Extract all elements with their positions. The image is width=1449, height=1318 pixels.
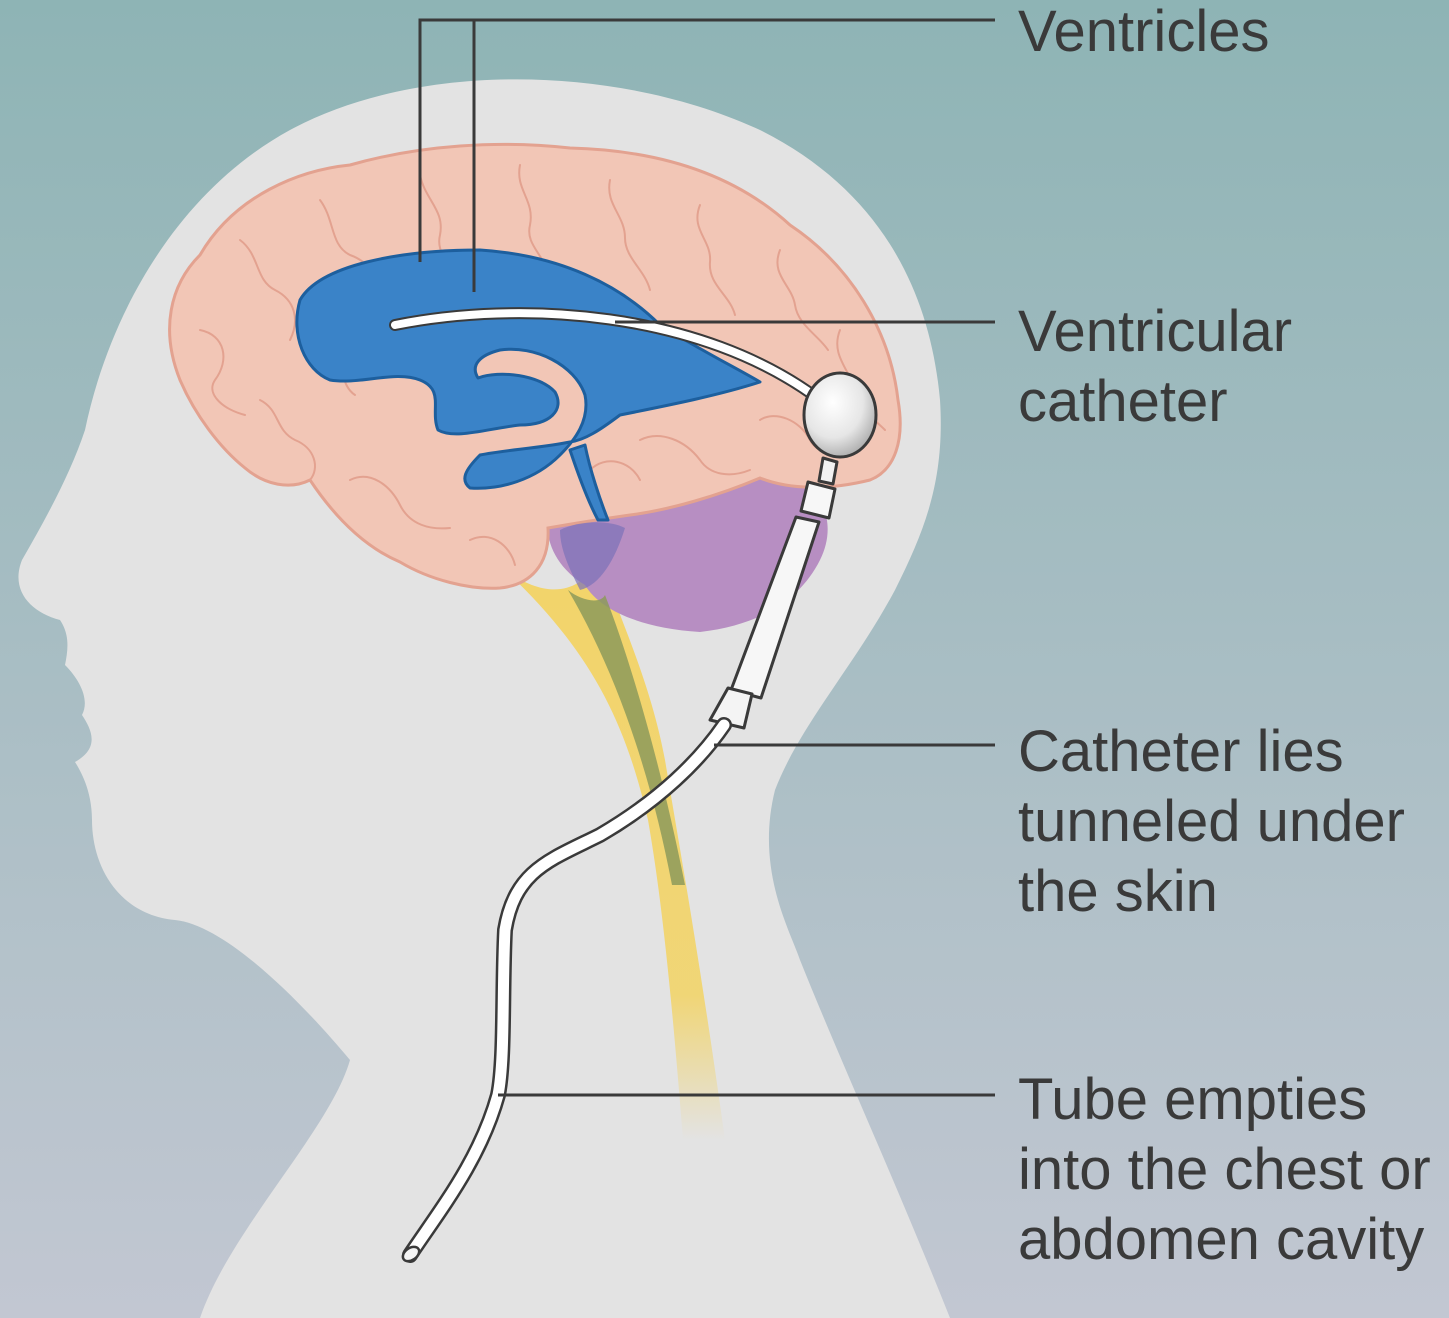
label-catheter-tunneled: Catheter lies tunneled under the skin [1018, 717, 1405, 927]
label-catheter-tunneled-line-1: Catheter lies [1018, 717, 1405, 787]
label-ventricles: Ventricles [1018, 0, 1269, 67]
label-tube-empties-line-1: Tube empties [1018, 1065, 1431, 1135]
label-ventricular-catheter: Ventricular catheter [1018, 297, 1292, 437]
shunt-valve [804, 373, 876, 457]
label-catheter-tunneled-line-3: the skin [1018, 857, 1405, 927]
label-tube-empties-line-2: into the chest or [1018, 1135, 1431, 1205]
label-ventricular-catheter-line-2: catheter [1018, 367, 1292, 437]
label-ventricles-line-1: Ventricles [1018, 0, 1269, 67]
label-ventricular-catheter-line-1: Ventricular [1018, 297, 1292, 367]
label-catheter-tunneled-line-2: tunneled under [1018, 787, 1405, 857]
label-tube-empties: Tube empties into the chest or abdomen c… [1018, 1065, 1431, 1275]
label-tube-empties-line-3: abdomen cavity [1018, 1205, 1431, 1275]
